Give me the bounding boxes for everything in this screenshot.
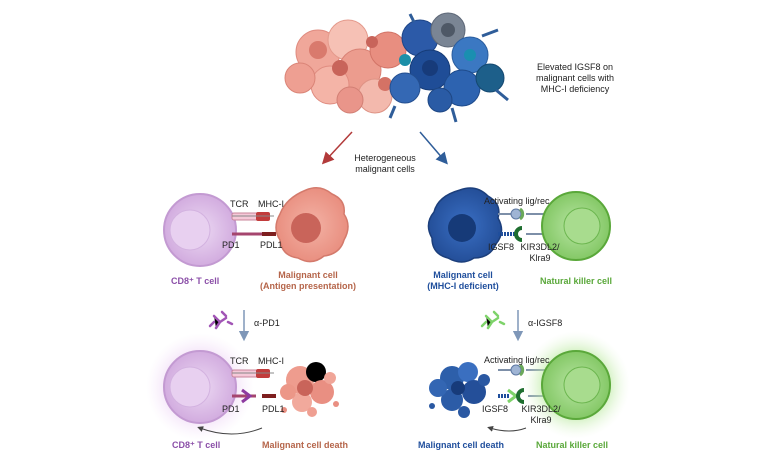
left-interaction-bottom (146, 333, 339, 441)
kir3dl2-label: KIR3DL2/ Klra9 (515, 242, 565, 264)
pdl1-label-bottom: PDL1 (262, 404, 285, 414)
activating-lig-rec-label-bottom: Activating lig/rec (484, 355, 550, 365)
blue-malignant-cells (388, 12, 509, 123)
igsf8-description: Elevated IGSF8 on malignant cells with M… (520, 62, 630, 95)
kir-bottom-line-1: KIR3DL2/ (521, 404, 561, 414)
malignant-cell-antigen-label: Malignant cell (Antigen presentation) (258, 270, 358, 292)
kir-bottom-line-2: Klra9 (530, 415, 552, 425)
anti-pd1-antibody-icon (208, 310, 234, 330)
dying-malignant-cell-pink (280, 362, 339, 417)
igsf8-label-bottom: IGSF8 (482, 404, 509, 414)
heterogeneous-label: Heterogeneous malignant cells (335, 153, 435, 175)
right-interaction-bottom (429, 331, 630, 439)
kir-label-line-1: KIR3DL2/ (520, 242, 560, 252)
result-malignant-death-left: Malignant cell death (262, 440, 349, 450)
malignant-cell-label-line-1: Malignant cell (278, 270, 338, 280)
kir-label-line-2: Klra9 (529, 253, 551, 263)
blue-cell-nucleus (448, 214, 476, 242)
pd1-label: PD1 (222, 240, 240, 250)
blue-malignant-label-line-1: Malignant cell (433, 270, 493, 280)
malignant-cell-label-line-2: (Antigen presentation) (260, 281, 356, 291)
left-interaction-top (163, 187, 349, 267)
description-line-2: malignant cells with (535, 73, 615, 83)
pdl1-label: PDL1 (260, 240, 283, 250)
tcr-label-bottom: TCR (230, 356, 249, 366)
description-line-3: MHC-I deficiency (540, 84, 610, 94)
left-kill-arrow (197, 426, 263, 435)
anti-igsf8-label: α-IGSF8 (528, 318, 563, 328)
dying-malignant-cell-blue (429, 362, 490, 418)
result-nk-cell-label: Natural killer cell (536, 440, 609, 450)
activating-ligand (510, 208, 522, 220)
anti-igsf8-antibody-icon (480, 310, 506, 330)
result-t-cell-label: CD8⁺ T cell (172, 440, 221, 450)
antibody-bound-igsf8 (507, 388, 519, 404)
nk-cell-nucleus (563, 207, 601, 245)
split-label-line-1: Heterogeneous (354, 153, 416, 163)
anti-pd1-label: α-PD1 (254, 318, 280, 328)
mhc-label-bottom: MHC-I (258, 356, 284, 366)
left-split-arrow (321, 131, 353, 165)
tumor-cluster-illustration (284, 12, 509, 123)
malignant-cell-mhc-deficient-label: Malignant cell (MHC-I deficient) (418, 270, 508, 292)
blue-malignant-label-line-2: (MHC-I deficient) (427, 281, 499, 291)
pd1-label-bottom: PD1 (222, 404, 240, 414)
activating-lig-rec-label: Activating lig/rec (484, 196, 550, 206)
malignant-cell-nucleus (291, 213, 321, 243)
kir3dl2-label-bottom: KIR3DL2/ Klra9 (516, 404, 566, 426)
cd8-t-cell-label: CD8⁺ T cell (171, 276, 220, 286)
pink-malignant-cells (284, 19, 407, 114)
natural-killer-cell-label: Natural killer cell (540, 276, 613, 286)
kir3dl2-receptor (514, 226, 523, 242)
t-cell-nucleus (169, 209, 211, 251)
igsf8-label: IGSF8 (488, 242, 515, 252)
right-kill-arrow (487, 425, 527, 432)
antibody-bound-pd1 (241, 388, 253, 404)
tcr-label: TCR (230, 199, 249, 209)
result-malignant-death-right: Malignant cell death (418, 440, 505, 450)
right-split-arrow (419, 131, 448, 165)
split-label-line-2: malignant cells (355, 164, 415, 174)
right-interaction-top (427, 187, 611, 263)
activating-receptor (518, 207, 525, 221)
mhc-label: MHC-I (258, 199, 284, 209)
description-line-1: Elevated IGSF8 on (536, 62, 614, 72)
